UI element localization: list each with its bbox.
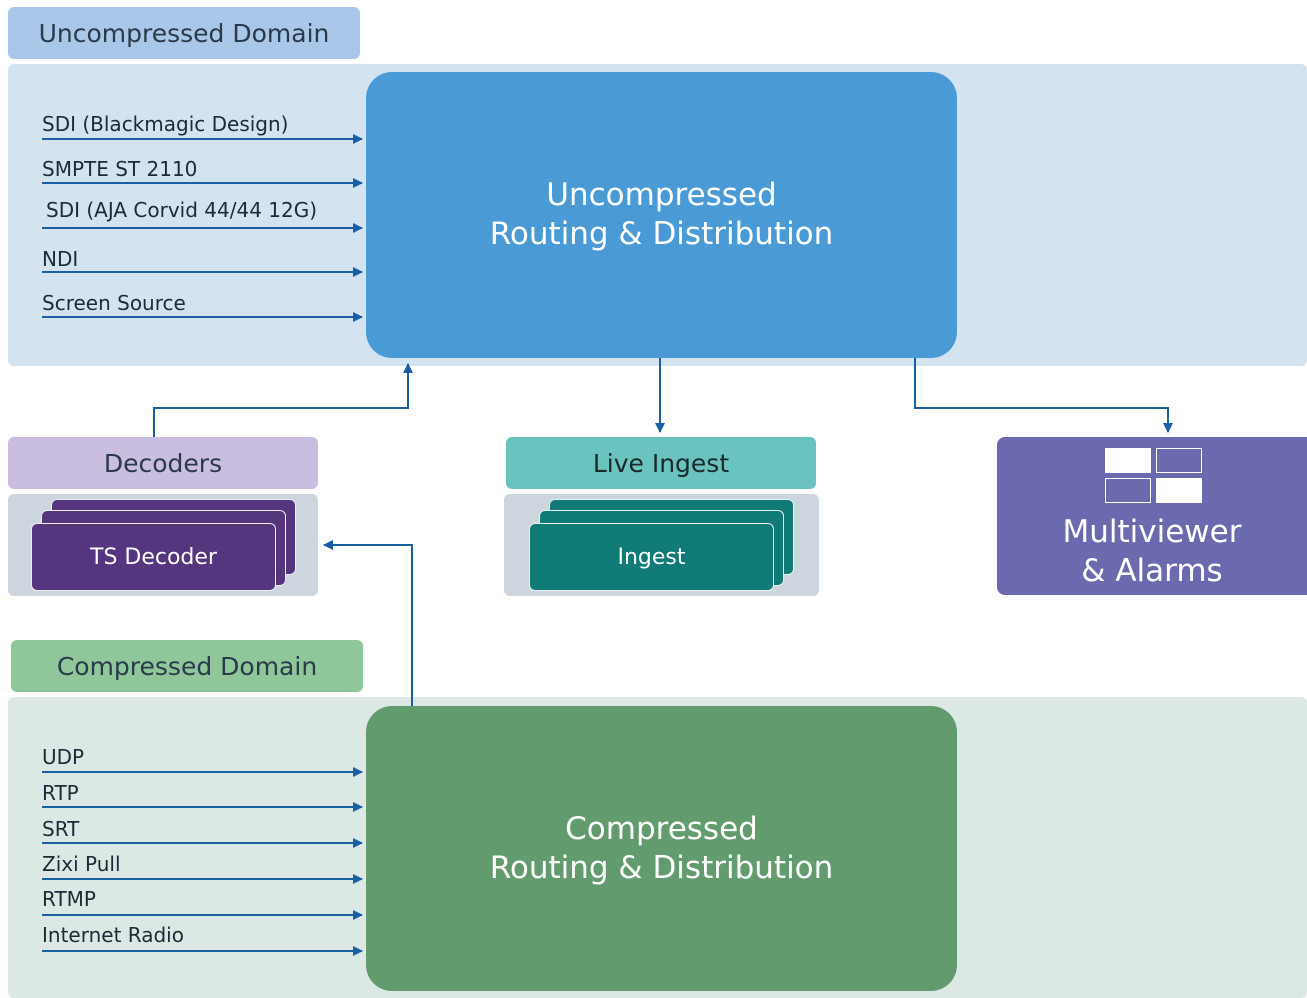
- arrow-router-to-multiviewer: [914, 358, 1173, 433]
- decoders-label: Decoders: [103, 448, 223, 478]
- multiviewer-tile-bl: [1105, 478, 1151, 503]
- decoder-card-front: TS Decoder: [31, 523, 276, 591]
- arrow-decoders-to-uncompressed: [153, 363, 413, 437]
- ts-decoder-label: TS Decoder: [90, 544, 217, 570]
- compressed-router-title: Compressed: [565, 810, 758, 847]
- input-internet-radio: Internet Radio: [42, 923, 184, 947]
- multiviewer-grid-icon: [1105, 448, 1204, 505]
- multiviewer-tile-tl: [1105, 448, 1151, 473]
- input-zixi-pull: Zixi Pull: [42, 852, 121, 876]
- input-smpte-st-2110: SMPTE ST 2110: [42, 157, 198, 181]
- ingest-card-front: Ingest: [529, 523, 774, 591]
- multiviewer-tile-br: [1156, 478, 1202, 503]
- multiviewer-box: Multiviewer & Alarms: [997, 437, 1307, 595]
- multiviewer-subtitle: & Alarms: [1081, 552, 1223, 589]
- multiviewer-tile-tr: [1156, 448, 1202, 473]
- uncompressed-router-title: Uncompressed: [546, 177, 777, 214]
- live-ingest-label: Live Ingest: [592, 448, 730, 478]
- uncompressed-router-subtitle: Routing & Distribution: [489, 216, 834, 252]
- uncompressed-domain-tag: Uncompressed Domain: [8, 7, 360, 59]
- multiviewer-title: Multiviewer: [1062, 514, 1242, 550]
- compressed-domain-label: Compressed Domain: [56, 651, 318, 681]
- uncompressed-router: Uncompressed Routing & Distribution: [366, 72, 957, 358]
- uncompressed-domain-label: Uncompressed Domain: [38, 18, 330, 48]
- input-udp: UDP: [42, 745, 85, 769]
- compressed-domain-tag: Compressed Domain: [11, 640, 363, 692]
- input-rtp: RTP: [42, 781, 79, 805]
- ingest-card-label: Ingest: [617, 544, 686, 570]
- decoders-tag: Decoders: [8, 437, 318, 489]
- input-sdi-aja: SDI (AJA Corvid 44/44 12G): [46, 198, 318, 222]
- multiviewer-text: Multiviewer & Alarms: [997, 513, 1307, 591]
- input-rtmp: RTMP: [42, 887, 96, 911]
- input-ndi: NDI: [42, 247, 79, 271]
- input-sdi-blackmagic: SDI (Blackmagic Design): [42, 112, 289, 136]
- compressed-router: Compressed Routing & Distribution: [366, 706, 957, 991]
- input-screen-source: Screen Source: [42, 291, 186, 315]
- input-srt: SRT: [42, 817, 80, 841]
- live-ingest-tag: Live Ingest: [506, 437, 816, 489]
- compressed-router-subtitle: Routing & Distribution: [489, 849, 834, 886]
